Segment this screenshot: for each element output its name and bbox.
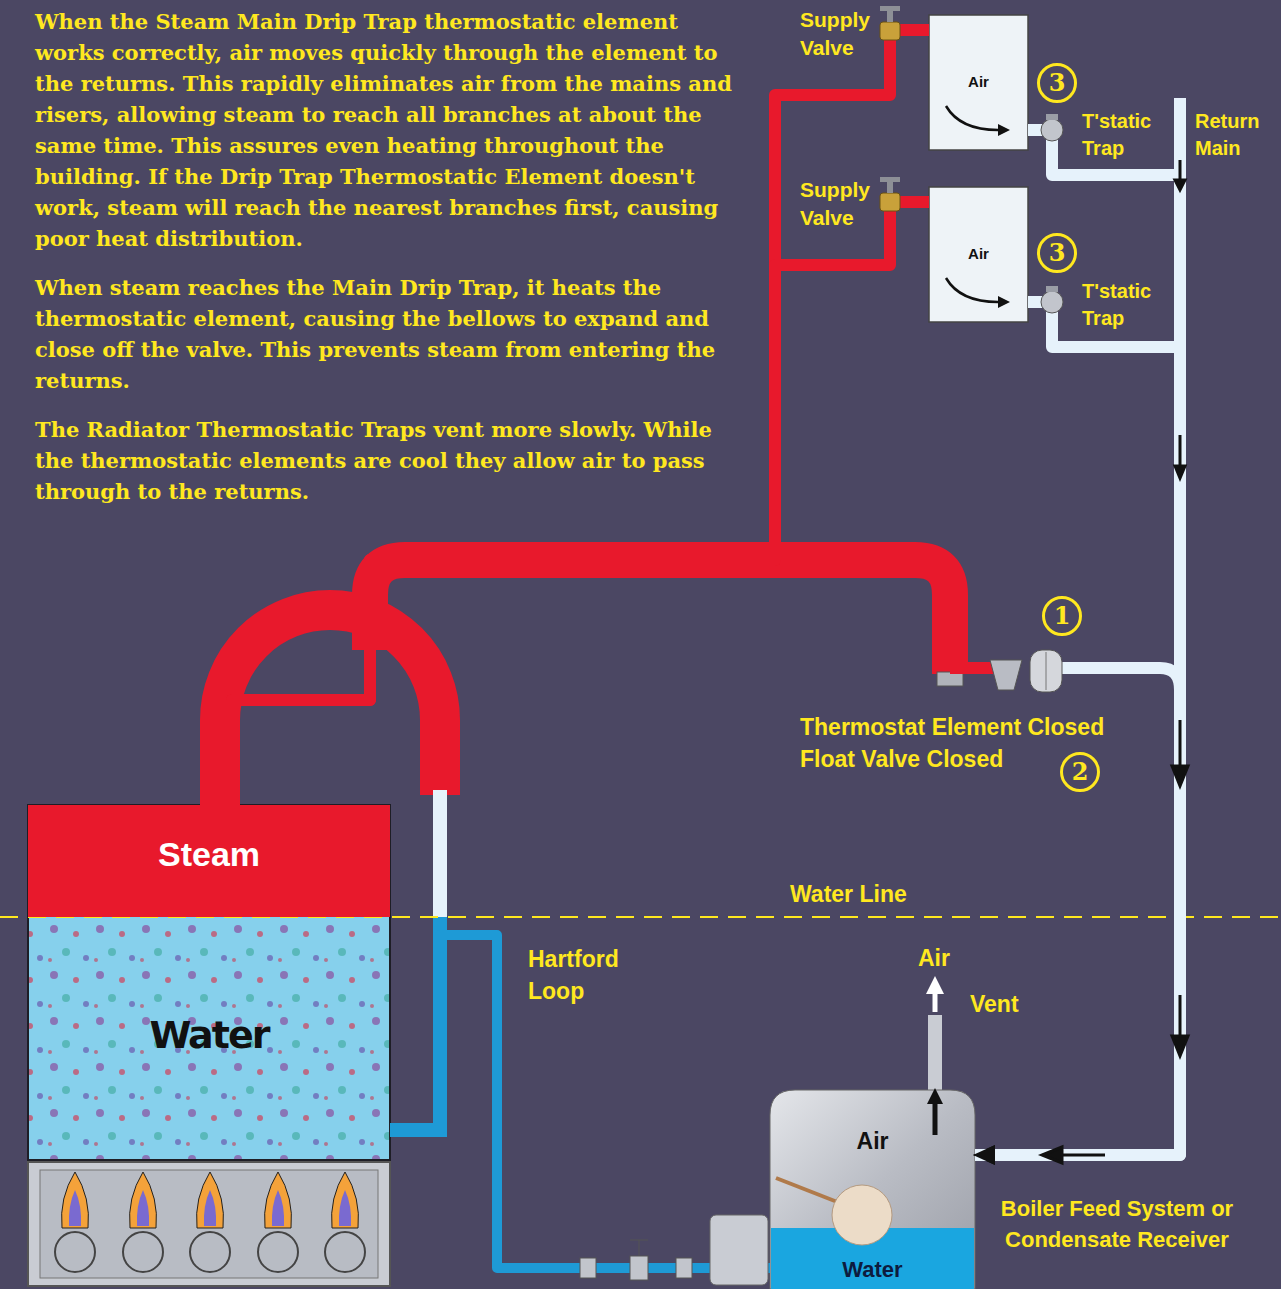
pipe-valve: [580, 1240, 692, 1280]
boiler-body: [28, 805, 390, 1160]
boiler-water: Water: [28, 917, 390, 1160]
node-text: Air: [968, 245, 989, 262]
drip-leg-cap: [937, 672, 963, 686]
pipe-connector: [232, 202, 929, 805]
part-label: T'static Trap: [1082, 278, 1170, 332]
drip-return-pipe: [1060, 668, 1180, 690]
steam-main: [370, 560, 950, 674]
vent-arrow: [926, 976, 944, 1135]
level-label: Water Line: [790, 880, 907, 908]
burner-flames: [55, 1172, 365, 1272]
explanation-text: When steam reaches the Main Drip Trap, i…: [35, 272, 750, 396]
node-text: Water: [842, 1257, 902, 1283]
air-flow-arrow: [998, 124, 1010, 136]
part-label: Supply Valve: [800, 6, 880, 62]
float-arm: [776, 1178, 845, 1205]
supply-valve: [880, 6, 900, 40]
radiator: Air: [929, 187, 1028, 322]
steam-space: Steam: [28, 805, 390, 917]
air-flow-arrow: [946, 106, 998, 130]
pipe-connector: [232, 30, 929, 805]
callout-number: 1: [1042, 596, 1082, 636]
flow-arrow: [1042, 160, 1188, 1163]
water-line: [0, 916, 1281, 918]
radiator: [929, 187, 1028, 322]
equalizer-water: [390, 917, 440, 1130]
status-label: Float Valve Closed: [800, 745, 1003, 773]
part-label: Return Main: [1195, 108, 1277, 162]
explanation-text: The Radiator Thermostatic Traps vent mor…: [35, 414, 750, 507]
node-text: Air: [857, 1128, 889, 1155]
status-label: Thermostat Element Closed: [800, 713, 1104, 741]
condensate-receiver: AirWater: [770, 1090, 975, 1289]
burner-box-inner: [40, 1170, 378, 1278]
equalizer-pipe: [433, 790, 447, 917]
main-drip-trap: [990, 650, 1062, 692]
pipe-connector: [975, 302, 1180, 1155]
feed-pump: [710, 1215, 768, 1285]
radiator: Air: [929, 15, 1028, 150]
node-text: Water: [150, 1013, 269, 1057]
part-label: T'static Trap: [1082, 108, 1170, 162]
steam-header: [220, 610, 440, 805]
part-label: Supply Valve: [800, 176, 880, 232]
float-ball: [832, 1185, 892, 1245]
callout-number: 2: [1060, 752, 1100, 792]
node-text: Steam: [158, 835, 260, 874]
vent-pipe: [928, 1015, 942, 1090]
thermostatic-trap: [1041, 286, 1063, 313]
part-label: Boiler Feed System or Condensate Receive…: [988, 1193, 1246, 1255]
burner-box: [28, 1162, 390, 1286]
receiver-tank: [770, 1090, 975, 1289]
callout-number: 3: [1037, 233, 1077, 273]
radiator: [929, 15, 1028, 150]
air-flow-arrow: [998, 296, 1010, 308]
flow-label: Air: [918, 944, 950, 972]
part-label: Hartford Loop: [528, 943, 648, 1007]
air-flow-arrow: [946, 278, 998, 302]
supply-valve: [880, 177, 900, 211]
pipe-connector: [975, 130, 1180, 1155]
node-text: Air: [968, 73, 989, 90]
callout-number: 3: [1037, 63, 1077, 103]
thermostatic-trap: [1041, 114, 1063, 141]
part-label: Vent: [970, 990, 1019, 1018]
explanation-text: When the Steam Main Drip Trap thermostat…: [35, 6, 750, 254]
